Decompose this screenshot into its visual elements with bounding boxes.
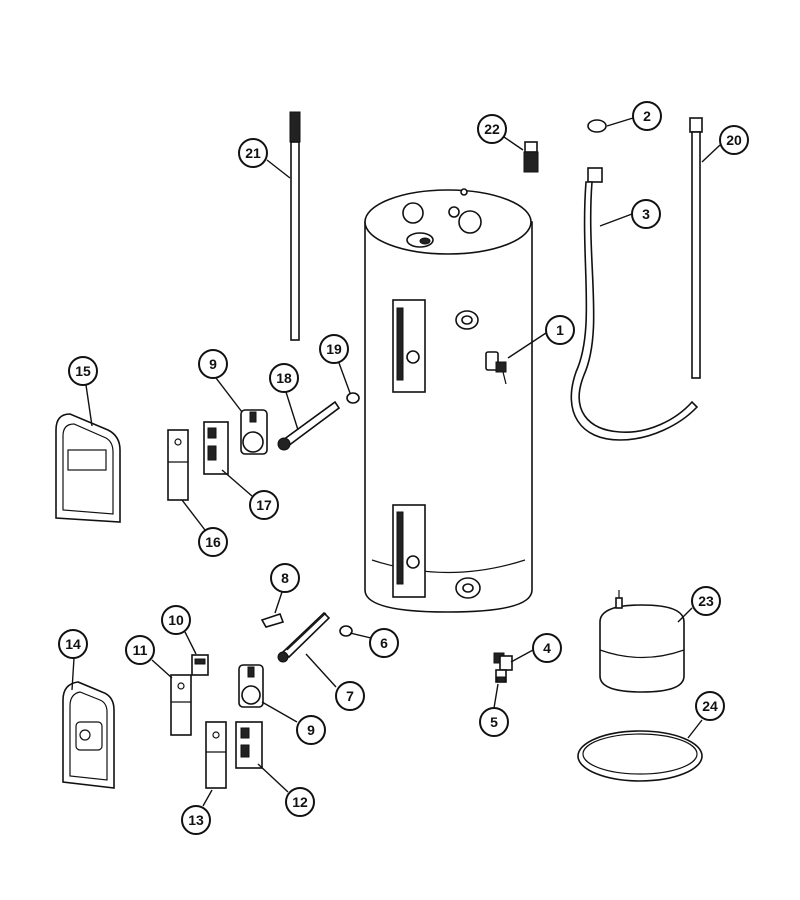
callout-7: 7 [335, 681, 365, 711]
callout-2: 2 [632, 101, 662, 131]
callout-label: 17 [256, 497, 272, 513]
part-15-access-cover-upper [55, 413, 121, 523]
callout-label: 3 [642, 206, 650, 222]
part-19-gasket [346, 392, 360, 404]
part-5-fitting [495, 669, 507, 683]
callout-9-upper: 9 [198, 349, 228, 379]
callout-label: 24 [702, 698, 718, 714]
callout-label: 2 [643, 108, 651, 124]
part-23-expansion-tank [599, 590, 685, 693]
callout-23: 23 [691, 586, 721, 616]
callout-12: 12 [285, 787, 315, 817]
callout-label: 4 [543, 640, 551, 656]
callout-5: 5 [479, 707, 509, 737]
callout-14: 14 [58, 629, 88, 659]
callout-label: 6 [380, 635, 388, 651]
callout-9-lower: 9 [296, 715, 326, 745]
part-18-heating-element [277, 400, 341, 451]
callout-label: 16 [205, 534, 221, 550]
callout-label: 8 [281, 570, 289, 586]
callout-4: 4 [532, 633, 562, 663]
callout-15: 15 [68, 356, 98, 386]
callout-11: 11 [125, 635, 155, 665]
callout-18: 18 [269, 363, 299, 393]
part-7-heating-element [277, 611, 331, 663]
callout-label: 5 [490, 714, 498, 730]
part-6-gasket [339, 625, 353, 637]
part-10-thermostat [191, 654, 209, 676]
callout-label: 14 [65, 636, 81, 652]
callout-label: 10 [168, 612, 184, 628]
callout-label: 7 [346, 688, 354, 704]
callout-label: 12 [292, 794, 308, 810]
leader-lines [71, 117, 721, 807]
part-3-flex-tube [570, 167, 699, 441]
callout-label: 21 [245, 145, 261, 161]
callout-22: 22 [477, 114, 507, 144]
part-17-thermostat [203, 421, 229, 475]
callout-17: 17 [249, 490, 279, 520]
part-9-bracket-lower [238, 664, 264, 708]
callout-24: 24 [695, 691, 725, 721]
part-16-plate [167, 429, 189, 501]
part-13-plate [205, 721, 227, 789]
part-20-anode-rod [689, 117, 703, 379]
callout-6: 6 [369, 628, 399, 658]
callout-10: 10 [161, 605, 191, 635]
part-22-nipple [523, 141, 539, 173]
callout-1: 1 [545, 315, 575, 345]
callout-21: 21 [238, 138, 268, 168]
part-12-thermostat [235, 721, 263, 769]
callout-label: 18 [276, 370, 292, 386]
callout-label: 22 [484, 121, 500, 137]
part-14-access-cover-lower [62, 681, 115, 789]
callout-label: 23 [698, 593, 714, 609]
callout-19: 19 [319, 334, 349, 364]
part-4-valve [493, 652, 513, 671]
callout-8: 8 [270, 563, 300, 593]
part-24-drain-pan [577, 730, 703, 782]
callout-label: 1 [556, 322, 564, 338]
part-1-valve [485, 351, 507, 385]
callout-13: 13 [181, 805, 211, 835]
part-21-rod [289, 111, 301, 341]
callout-label: 11 [133, 642, 148, 658]
part-11-plate [170, 674, 192, 736]
callout-3: 3 [631, 199, 661, 229]
part-9-bracket-upper [240, 409, 268, 455]
callout-16: 16 [198, 527, 228, 557]
callout-20: 20 [719, 125, 749, 155]
water-heater-tank [364, 188, 533, 613]
callout-label: 9 [307, 722, 315, 738]
callout-label: 13 [188, 812, 204, 828]
callout-label: 15 [75, 363, 91, 379]
callout-label: 20 [726, 132, 742, 148]
part-2-washer [587, 119, 607, 133]
part-8-clip [260, 612, 285, 628]
callout-label: 9 [209, 356, 217, 372]
callout-label: 19 [326, 341, 342, 357]
